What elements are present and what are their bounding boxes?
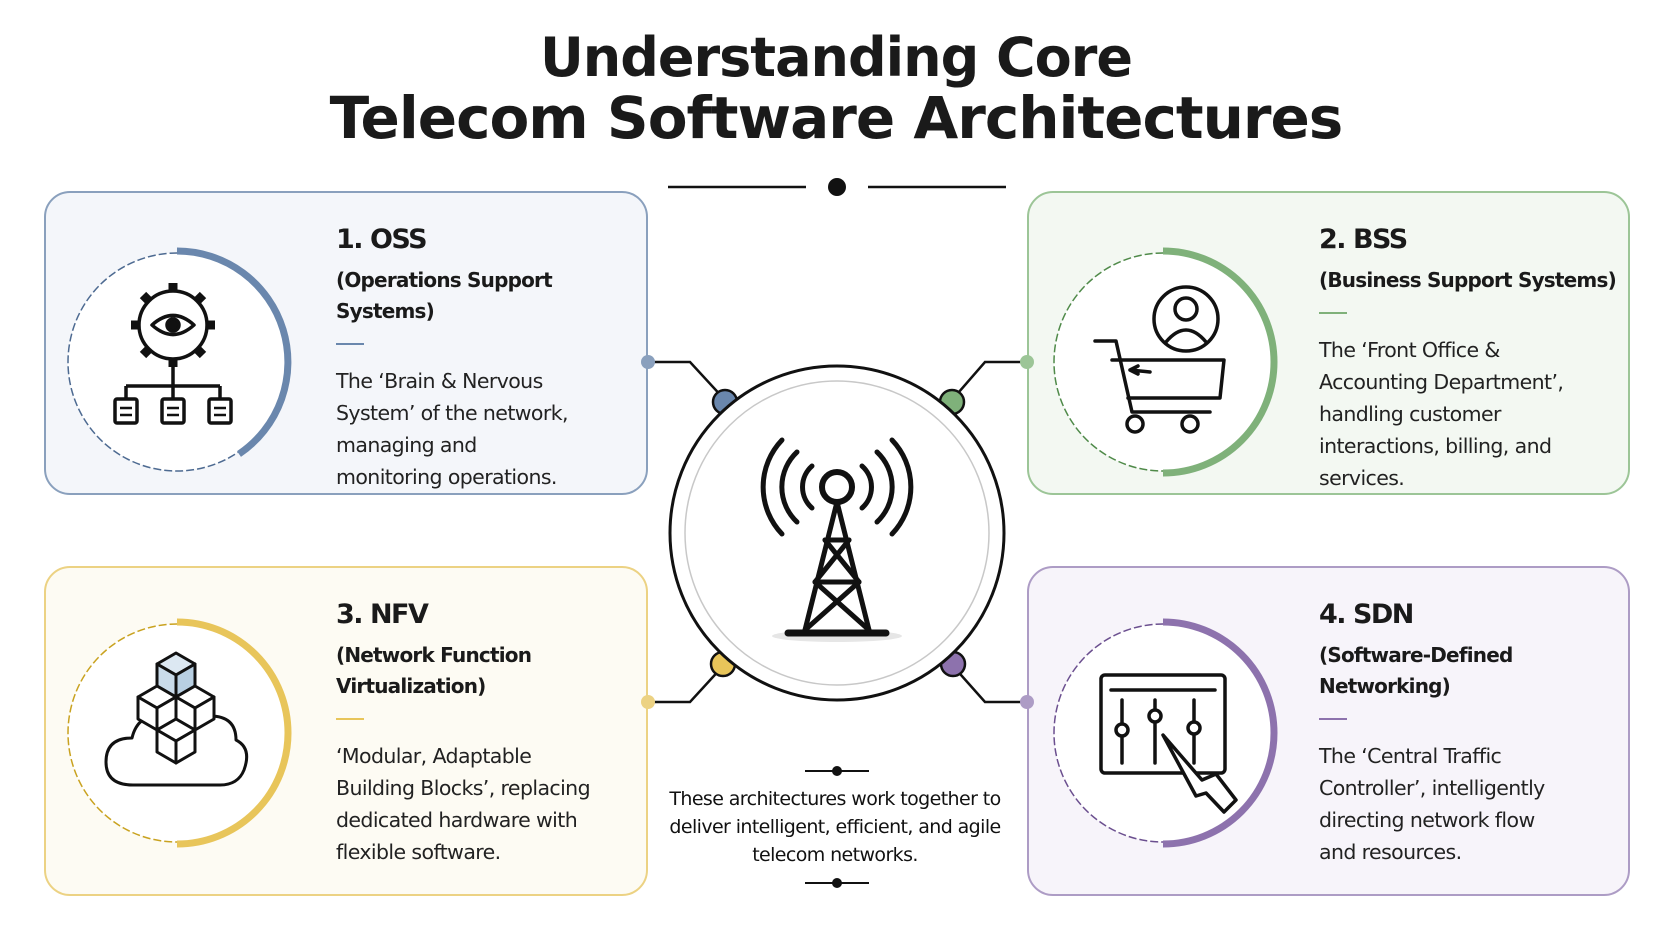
nfv-card: 3. NFV (Network Function Virtualization)… [44,566,648,896]
footer-summary: These architectures work together to del… [669,788,1001,866]
bss-icon-badge [1053,247,1278,477]
footer-divider-bottom [805,878,869,888]
oss-card-rule [336,343,364,345]
nfv-card-number: 3. NFV [336,599,429,630]
oss-card-description: The ‘Brain & Nervous System’ of the netw… [336,369,568,489]
bss-card-rule [1319,312,1347,314]
sdn-icon-badge [1053,618,1278,848]
oss-icon-badge [67,247,292,472]
central-hub [668,364,1006,702]
nfv-card-rule [336,718,364,720]
title-line-2: Telecom Software Architectures [329,84,1344,152]
bss-card-subtitle: (Business Support Systems) [1319,268,1617,292]
connector-nfv [648,665,724,704]
nfv-card-subtitle: (Network Function Virtualization) [336,643,532,698]
sdn-card-rule [1319,718,1347,720]
sdn-card-description: The ‘Central Traffic Controller’, intell… [1319,744,1545,864]
bss-card-description: The ‘Front Office & Accounting Departmen… [1319,338,1564,490]
bss-card-number: 2. BSS [1319,224,1408,255]
sdn-card-subtitle: (Software-Defined Networking) [1319,643,1513,698]
connector-oss-card-dot [641,355,655,369]
connector-oss [648,360,726,401]
user-shopping-cart-icon [1093,285,1226,434]
connector-bss [951,360,1027,401]
control-panel-sliders-icon [1099,673,1238,814]
connector-nfv-card-dot [641,695,655,709]
oss-card-number: 1. OSS [336,224,428,255]
footer-divider-top [805,766,869,776]
page-title: Understanding Core Telecom Software Arch… [0,26,1672,152]
connector-sdn-card-dot [1020,695,1034,709]
title-divider [668,178,1006,196]
nfv-card-description: ‘Modular, Adaptable Building Blocks’, re… [336,744,591,864]
gear-eye-hierarchy-icon [113,283,233,425]
cloud-cubes-icon [104,651,249,787]
connector-bss-card-dot [1020,355,1034,369]
connector-sdn [952,665,1027,704]
cell-tower-icon [760,437,914,642]
oss-card-subtitle: (Operations Support Systems) [336,268,553,323]
title-line-1: Understanding Core [539,26,1133,89]
sdn-card-number: 4. SDN [1319,599,1414,630]
